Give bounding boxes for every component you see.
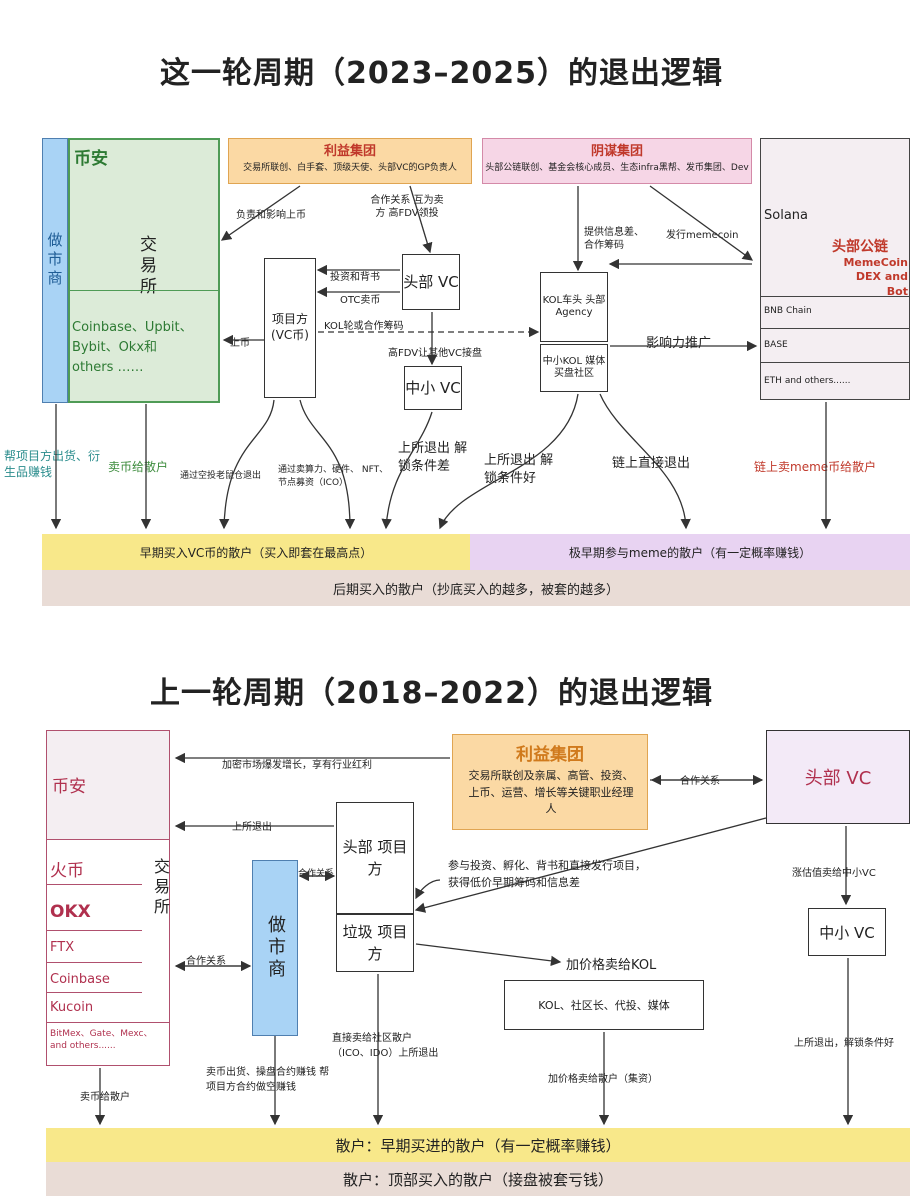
label-onchain-exit: 链上直接退出: [612, 456, 691, 471]
exchange-binance-cell: [46, 730, 170, 840]
ex-divider-3: [46, 962, 142, 963]
market-maker-strip: [42, 138, 68, 403]
top-title: 这一轮周期（2023–2025）的退出逻辑: [160, 56, 723, 91]
interest-group-desc: 交易所联创、白手套、顶级天使、头部VC的GP负责人: [243, 163, 457, 173]
retail-early-vc: 早期买入VC币的散户（买入即套在最高点）: [42, 534, 470, 570]
bottom-title: 上一轮周期（2018–2022）的退出逻辑: [150, 676, 713, 711]
top-project-box: 头部 项目方: [336, 802, 414, 914]
ex-divider-1: [46, 884, 142, 885]
retail-early-meme: 极早期参与meme的散户（有一定概率赚钱）: [470, 534, 910, 570]
exchange-divider: [68, 290, 220, 291]
kol-box-b: KOL、社区长、代投、媒体: [504, 980, 704, 1030]
chain-meme: MemeCoin DEX and Bot: [843, 256, 908, 298]
label-sell-retail-b: 卖币给散户: [80, 1092, 130, 1103]
chain-solana: Solana: [764, 208, 808, 223]
exchange-others-b: BitMex、Gate、Mexc、and others......: [50, 1029, 153, 1052]
chain-divider-1: [760, 296, 910, 297]
label-partner-b: 合作关系: [680, 776, 720, 787]
label-issue-meme: 发行memecoin: [666, 230, 739, 241]
exchange-okx: OKX: [50, 902, 91, 922]
label-partner-buyer: 合作关系 互为卖方 高FDV领投: [370, 195, 444, 219]
label-boom: 加密市场爆发增长，享有行业红利: [222, 760, 372, 771]
interest-group-box-b: [452, 734, 648, 830]
label-partner-small-b: 合作关系: [298, 869, 335, 879]
label-inflate-sell-b: 涨估值卖给中小VC: [792, 868, 876, 879]
exchange-binance-label: 币安: [52, 777, 86, 797]
ex-divider-5: [46, 1022, 170, 1023]
label-meme-sell: 链上卖meme币给散户: [754, 460, 877, 474]
label-otc-sell: OTC卖币: [340, 295, 381, 306]
label-mm-desc-b: 卖币出货、操盘合约赚钱 帮项目方合约做空赚钱: [206, 1067, 330, 1093]
interest-group-box: [228, 138, 472, 184]
exchange-block: [68, 138, 220, 403]
label-high-fdv: 高FDV让其他VC接盘: [388, 348, 482, 359]
label-direct-sell-b: 直接卖给社区散户 （ICO、IDO）上所退出: [332, 1033, 439, 1059]
label-influence: 影响力推广: [646, 336, 712, 351]
ex-divider-2: [46, 930, 142, 931]
chain-bnb: BNB Chain: [764, 306, 812, 316]
exchange-label-b: 交易所: [151, 858, 170, 918]
label-info-gap: 提供信息差、合作筹码: [584, 227, 644, 251]
top-vc-box-b: 头部 VC: [766, 730, 910, 824]
junk-project-box: 垃圾 项目方: [336, 914, 414, 972]
conspiracy-group-desc: 头部公链联创、基金会核心成员、生态infra黑帮、发币集团、Dev: [485, 163, 749, 173]
interest-group-title: 利益集团: [323, 144, 376, 159]
exchange-kucoin: Kucoin: [50, 1000, 94, 1015]
label-help-project: 帮项目方出货、衍生品赚钱: [4, 449, 101, 480]
interest-group-desc-b: 交易所联创及亲属、高管、投资、上币、运营、增长等关键职业经理人: [468, 769, 634, 815]
kol-small-box: 中小KOL 媒体 买盘社区: [540, 344, 608, 392]
chain-divider-2: [760, 328, 910, 329]
exchange-coinbase: Coinbase: [50, 972, 110, 987]
label-unlock-good-b: 上所退出，解锁条件好: [794, 1038, 894, 1049]
label-kol-rotation: KOL轮或合作筹码: [324, 321, 404, 332]
market-maker-label: 做市商: [45, 231, 64, 289]
retail-late: 后期买入的散户（抄底买入的越多，被套的越多）: [42, 570, 910, 606]
label-sell-hash: 通过卖算力、硬件、 NFT、节点募资（ICO）: [278, 465, 389, 488]
label-mm-partner-b: 合作关系: [186, 956, 226, 967]
exchange-huobi: 火币: [50, 861, 84, 881]
chain-eth: ETH and others......: [764, 376, 851, 386]
label-invest-endorse: 投资和背书: [330, 272, 380, 283]
conspiracy-group-title: 阴谋集团: [590, 144, 643, 159]
retail-early-b: 散户：早期买进的散户（有一定概率赚钱）: [46, 1128, 910, 1162]
top-vc-box: 头部 VC: [402, 254, 460, 310]
conspiracy-group-box: [482, 138, 752, 184]
chains-block: [760, 138, 910, 400]
exchange-binance: 币安: [74, 149, 108, 169]
small-vc-box: 中小 VC: [404, 366, 462, 410]
label-markup-kol-b: 加价格卖给KOL: [566, 958, 657, 973]
retail-top-b: 散户：顶部买入的散户（接盘被套亏钱）: [46, 1162, 910, 1196]
interest-group-title-b: 利益集团: [516, 745, 584, 765]
project-box: 项目方 (VC币): [264, 258, 316, 398]
label-airdrop-exit: 通过空投老鼠仓退出: [180, 471, 262, 481]
exchange-ftx: FTX: [50, 940, 75, 955]
exchange-label: 交易所: [136, 235, 156, 298]
label-markup-retail-b: 加价格卖给散户（集资）: [548, 1074, 658, 1085]
market-maker-box-b: 做市商: [252, 860, 298, 1036]
exchange-others: Coinbase、Upbit、Bybit、Okx和 others ……: [72, 320, 193, 376]
ex-divider-4: [46, 992, 142, 993]
chain-base: BASE: [764, 340, 788, 350]
kol-top-box: KOL车头 头部Agency: [540, 272, 608, 342]
label-listing-exit-b: 上所退出: [232, 822, 272, 833]
label-listing: 上币: [230, 338, 250, 349]
label-responsible-listing: 负责和影响上币: [236, 210, 306, 221]
label-sell-to-retail: 卖币给散户: [108, 460, 169, 474]
small-vc-box-b: 中小 VC: [808, 908, 886, 956]
chain-headline: 头部公链: [832, 239, 888, 255]
chain-divider-3: [760, 362, 910, 363]
label-unlock-bad: 上所退出 解锁条件差: [398, 441, 468, 475]
